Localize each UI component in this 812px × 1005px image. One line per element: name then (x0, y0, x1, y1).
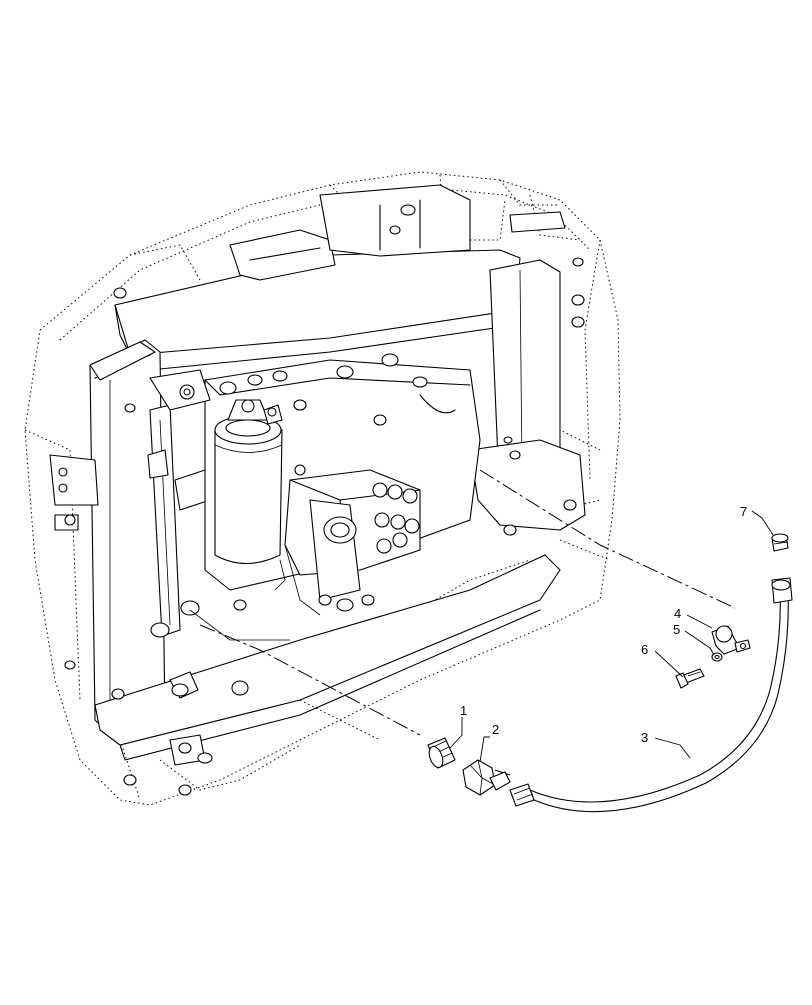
callout-4: 4 (674, 606, 681, 621)
left-bracket (49, 454, 99, 531)
right-post (469, 259, 586, 536)
part-7-plug (771, 533, 789, 552)
callout-6: 6 (641, 642, 648, 657)
part-2-hose-coupler (462, 759, 511, 796)
left-post (89, 339, 166, 736)
callout-3: 3 (641, 730, 648, 745)
control-valve-block (274, 464, 421, 616)
callout-leaders (449, 510, 774, 763)
part-3-hydraulic-hose (509, 577, 793, 813)
callout-5: 5 (673, 622, 680, 637)
part-5-washer (711, 652, 723, 662)
lower-frame (64, 554, 561, 796)
upper-frame (113, 184, 585, 373)
part-4-hose-clamp (711, 625, 751, 655)
filter-canister (214, 399, 283, 564)
callout-7: 7 (740, 504, 747, 519)
part-6-bolt (675, 668, 705, 689)
callout-2: 2 (492, 722, 499, 737)
part-1-adapter-fitting (427, 737, 456, 769)
hydraulic-cylinder (147, 404, 211, 638)
callout-1: 1 (460, 703, 467, 718)
callout-labels: 1 2 3 4 5 6 7 (460, 504, 747, 745)
